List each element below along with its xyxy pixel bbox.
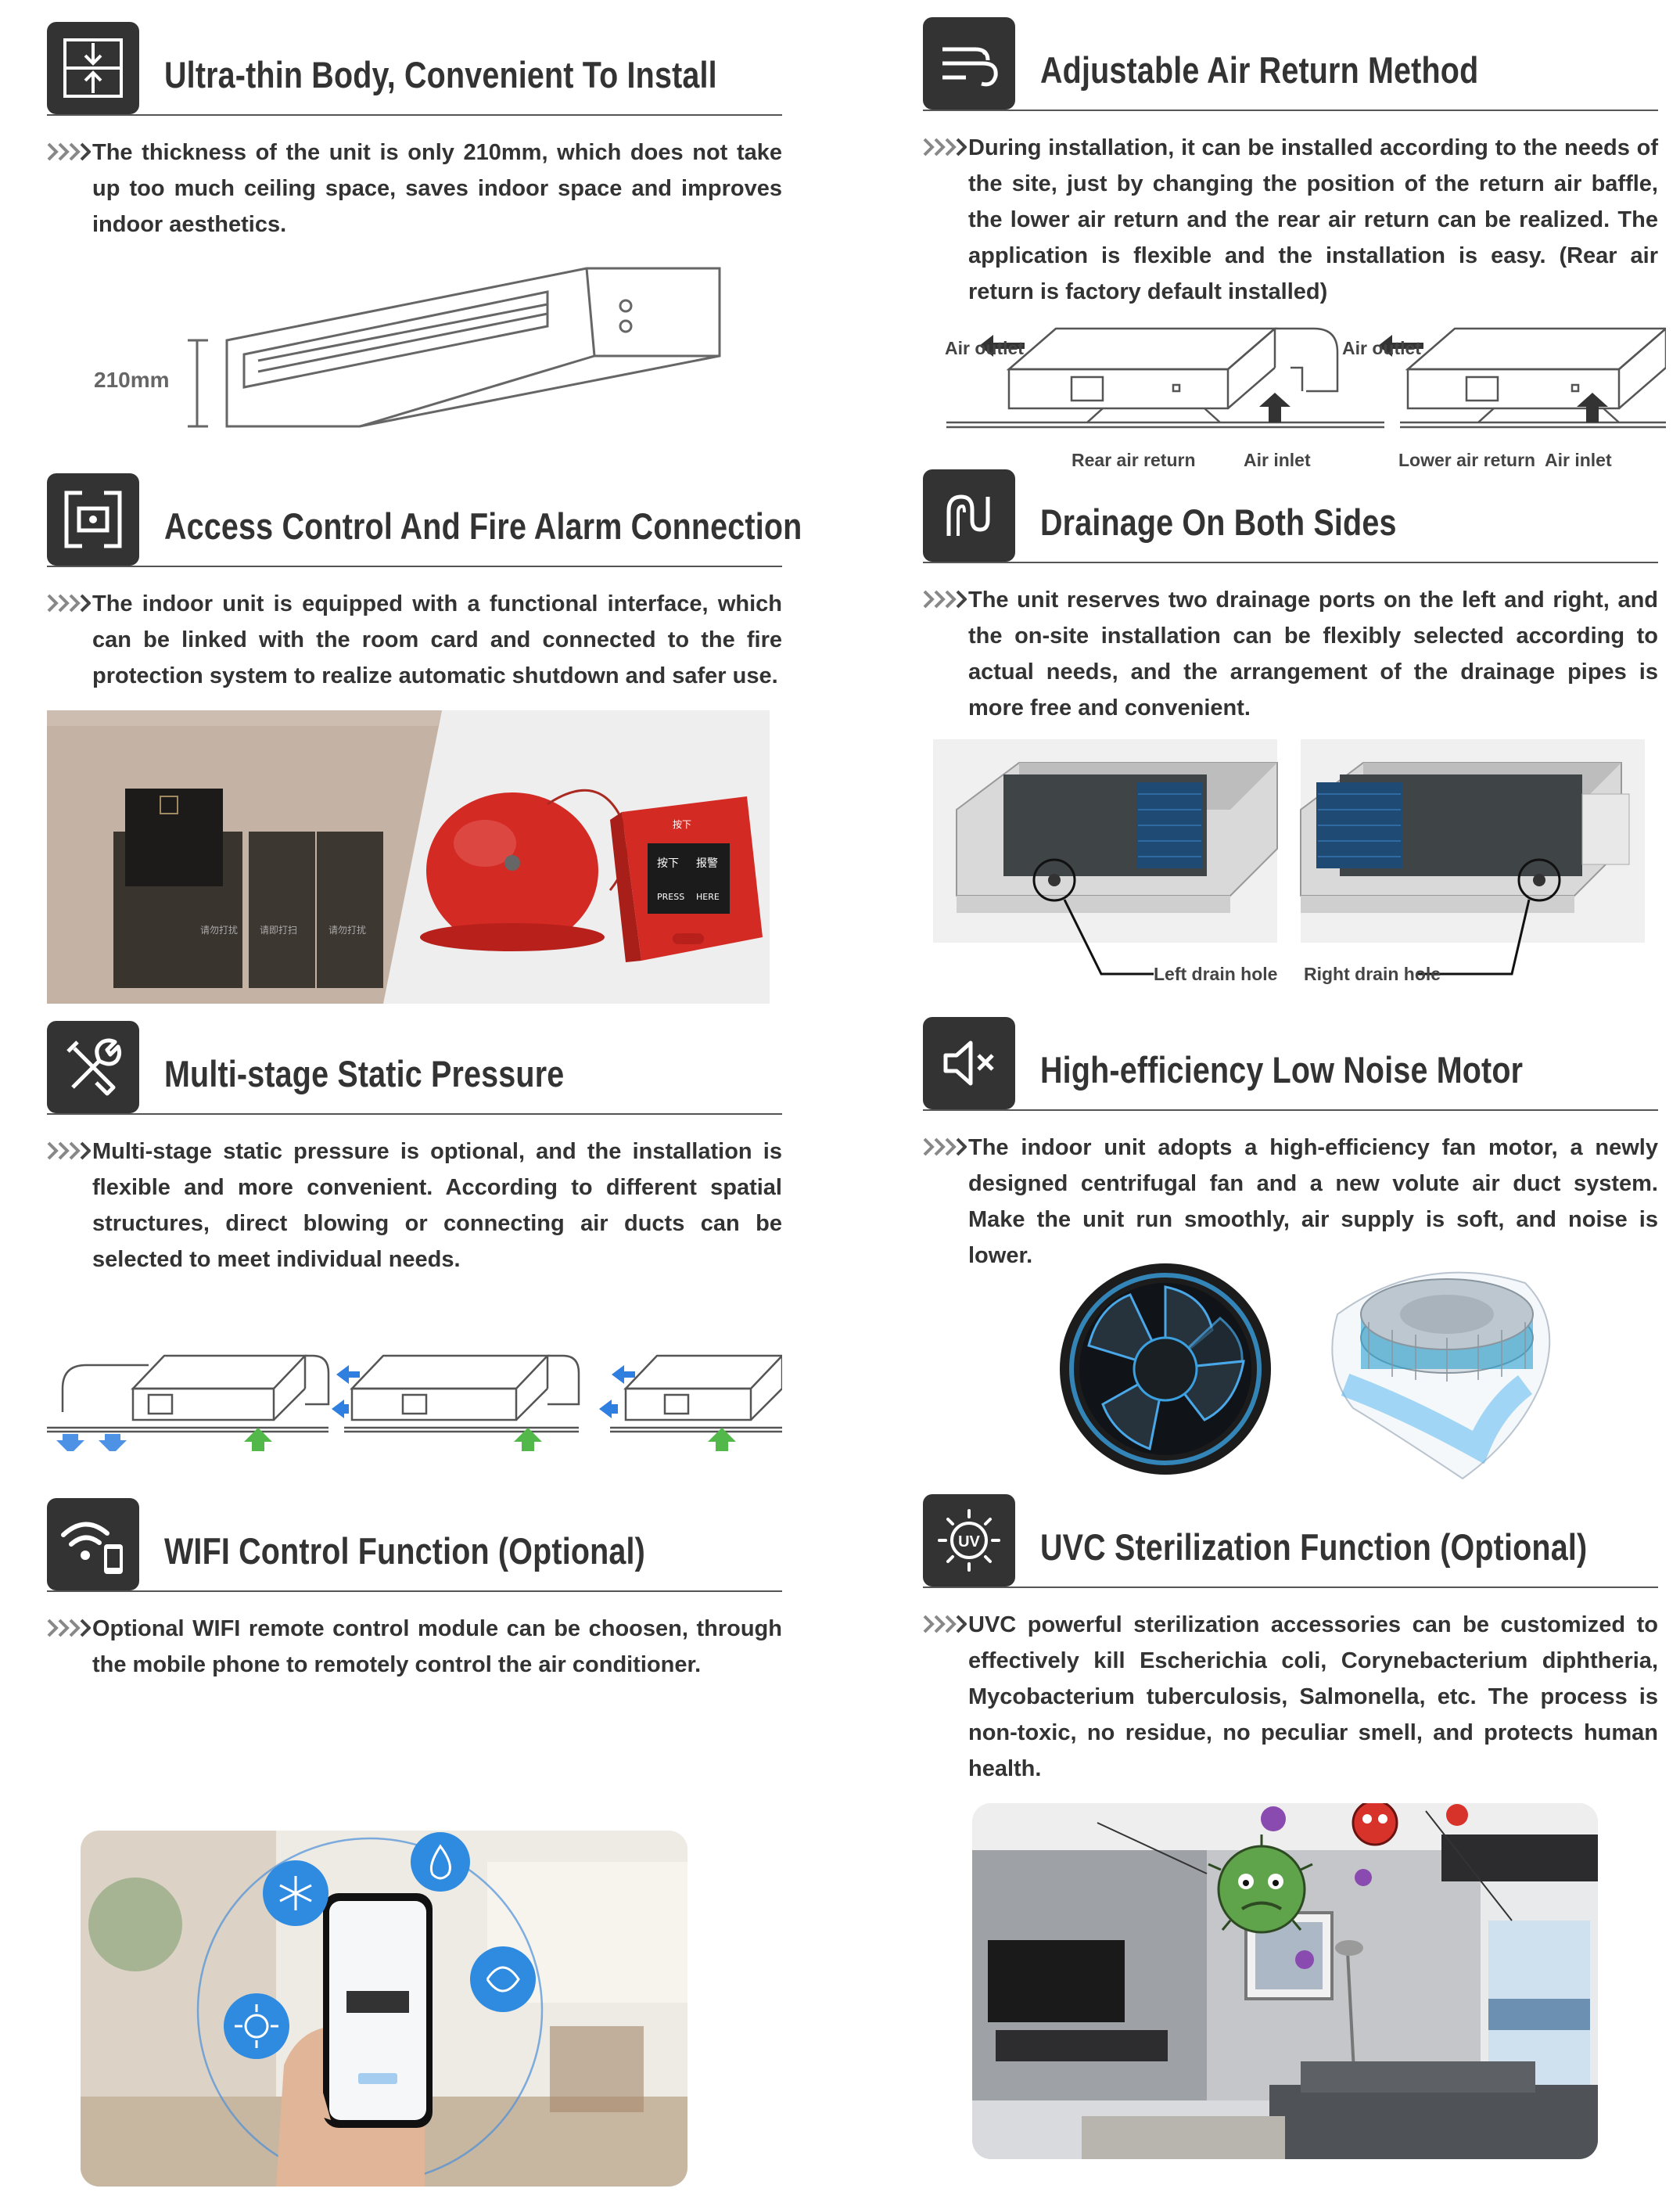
feature-description: Optional WIFI remote control module can … (47, 1611, 782, 1683)
air-inlet-label: Air inlet (1244, 450, 1311, 470)
divider (923, 110, 1658, 111)
air-return-diagram (946, 327, 1666, 429)
compress-arrows-icon (47, 22, 139, 114)
uv-badge: UV (958, 1533, 980, 1551)
feature-title: Multi-stage Static Pressure (164, 1053, 565, 1094)
fan-illustrations (1060, 1263, 1551, 1480)
access-control-photo: 请勿打扰 请即打扫 请勿打扰 按下 按下 报警 PRESS HERE (47, 710, 770, 1004)
chevron-bullet-icon (47, 1141, 91, 1160)
feature-title: Ultra-thin Body, Convenient To Install (164, 54, 717, 95)
feature-description-text: The unit reserves two drainage ports on … (968, 588, 1658, 720)
drainage-photos (933, 739, 1645, 976)
lower-air-return-label: Lower air return (1398, 450, 1536, 470)
feature-description: Multi-stage static pressure is optional,… (47, 1134, 782, 1277)
static-pressure-diagrams (47, 1354, 782, 1451)
feature-description: The unit reserves two drainage ports on … (923, 582, 1658, 726)
wifi-control-photo (81, 1831, 687, 2187)
speaker-mute-icon (923, 1017, 1015, 1109)
divider (923, 562, 1658, 563)
feature-description: UVC powerful sterilization accessories c… (923, 1607, 1658, 1787)
divider (923, 1587, 1658, 1588)
panel-text: 请即打扫 (260, 925, 297, 936)
air-inlet-label: Air inlet (1545, 450, 1612, 470)
alarm-text: PRESS (657, 892, 684, 902)
feature-description-text: UVC powerful sterilization accessories c… (968, 1612, 1658, 1781)
divider (923, 1109, 1658, 1111)
right-drain-hole-label: Right drain hole (1304, 964, 1441, 984)
feature-description: The indoor unit is equipped with a funct… (47, 586, 782, 694)
panel-text: 请勿打扰 (328, 925, 366, 936)
feature-description-text: The indoor unit is equipped with a funct… (92, 591, 782, 688)
feature-description: The thickness of the unit is only 210mm,… (47, 135, 782, 243)
drain-pipe-icon (923, 469, 1015, 562)
uv-sun-icon: UV (923, 1494, 1015, 1587)
feature-description-text: During installation, it can be installed… (968, 135, 1658, 304)
wifi-phone-icon (47, 1498, 139, 1590)
panel-text: 请勿打扰 (200, 925, 238, 936)
tools-icon (47, 1021, 139, 1113)
divider (47, 1113, 782, 1115)
alarm-text: 报警 (696, 857, 718, 870)
feature-description-text: Multi-stage static pressure is optional,… (92, 1139, 782, 1272)
alarm-text: 按下 (673, 819, 691, 830)
feature-title: Drainage On Both Sides (1040, 501, 1397, 543)
alarm-text: 按下 (657, 857, 679, 870)
uvc-room-photo (972, 1803, 1598, 2159)
air-outlet-label: Air outlet (945, 338, 1024, 358)
chevron-bullet-icon (923, 1137, 967, 1156)
alarm-text: HERE (696, 892, 720, 902)
feature-description-text: The indoor unit adopts a high-efficiency… (968, 1135, 1658, 1268)
air-outlet-label: Air outlet (1342, 338, 1421, 358)
rear-air-return-label: Rear air return (1072, 450, 1196, 470)
feature-description-text: Optional WIFI remote control module can … (92, 1616, 782, 1677)
feature-description-text: The thickness of the unit is only 210mm,… (92, 140, 782, 237)
divider (47, 1590, 782, 1592)
feature-title: WIFI Control Function (Optional) (164, 1530, 645, 1572)
divider (47, 566, 782, 567)
feature-title: UVC Sterilization Function (Optional) (1040, 1526, 1588, 1568)
chevron-bullet-icon (47, 594, 91, 613)
chevron-bullet-icon (923, 138, 967, 156)
chevron-bullet-icon (47, 142, 91, 161)
feature-title: Access Control And Fire Alarm Connection (164, 505, 802, 547)
dimension-label: 210mm (94, 368, 170, 392)
chevron-bullet-icon (923, 1615, 967, 1633)
feature-title: Adjustable Air Return Method (1040, 49, 1479, 91)
chevron-bullet-icon (47, 1619, 91, 1637)
feature-description: During installation, it can be installed… (923, 130, 1658, 310)
wind-icon (923, 17, 1015, 110)
chevron-bullet-icon (923, 590, 967, 609)
divider (47, 114, 782, 116)
access-card-icon (47, 473, 139, 566)
feature-description: The indoor unit adopts a high-efficiency… (923, 1130, 1658, 1274)
slim-unit-illustration (188, 267, 721, 428)
feature-title: High-efficiency Low Noise Motor (1040, 1049, 1524, 1091)
left-drain-hole-label: Left drain hole (1154, 964, 1278, 984)
